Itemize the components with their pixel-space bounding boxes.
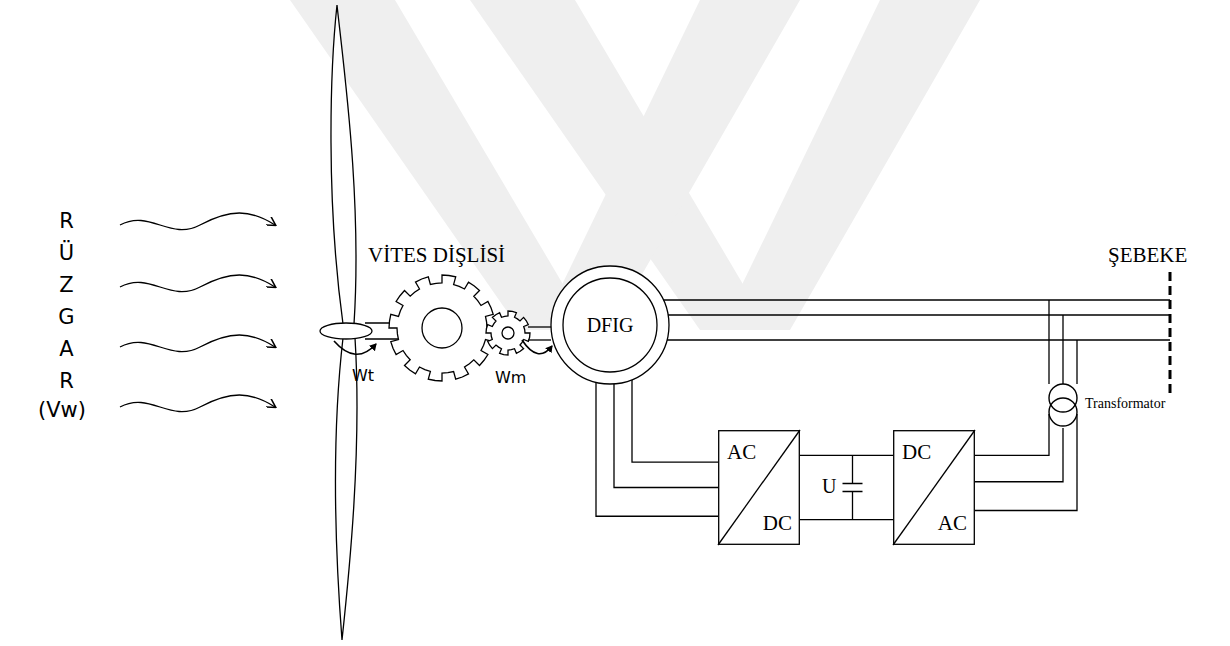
stator-lines xyxy=(663,300,1170,384)
node-text: DFIG xyxy=(587,314,634,337)
wind-arrows xyxy=(120,213,275,412)
connector xyxy=(800,455,893,519)
connector xyxy=(975,414,1077,511)
gear-wheel xyxy=(486,311,530,355)
turbine-speed-label: Wt xyxy=(352,366,374,385)
connector-wires xyxy=(800,455,893,519)
node-text: DC xyxy=(902,440,931,465)
gearbox xyxy=(389,275,530,381)
rotation-arrows xyxy=(334,340,552,354)
node-outline xyxy=(1043,382,1083,428)
transformer-symbol: Transformator xyxy=(1043,382,1083,428)
wind-label: RÜZGAR xyxy=(56,205,77,397)
connector-wires xyxy=(596,380,718,517)
node-text: Transformator xyxy=(1085,396,1165,412)
converter-box: AC DC xyxy=(718,430,800,545)
node-text: AC xyxy=(938,511,967,536)
connector-wires xyxy=(975,414,1077,511)
gear-hub xyxy=(422,308,462,348)
gear-wheel xyxy=(389,275,495,381)
converter-box: DC AC xyxy=(893,430,975,545)
node-text: DC xyxy=(763,511,792,536)
dc-link-label: U xyxy=(822,475,836,498)
wind-speed-label: (Vw) xyxy=(38,398,86,422)
grid-label: ŞEBEKE xyxy=(1108,243,1187,268)
rotor-speed-label: Wm xyxy=(495,368,526,387)
connector xyxy=(596,380,718,517)
node-text: AC xyxy=(727,440,756,465)
shaft xyxy=(528,327,551,340)
gear-hub xyxy=(502,327,514,339)
grid-bus xyxy=(1169,272,1172,396)
generator-circle: DFIG xyxy=(550,265,670,385)
gearbox-label: VİTES DİŞLİSİ xyxy=(368,243,505,268)
